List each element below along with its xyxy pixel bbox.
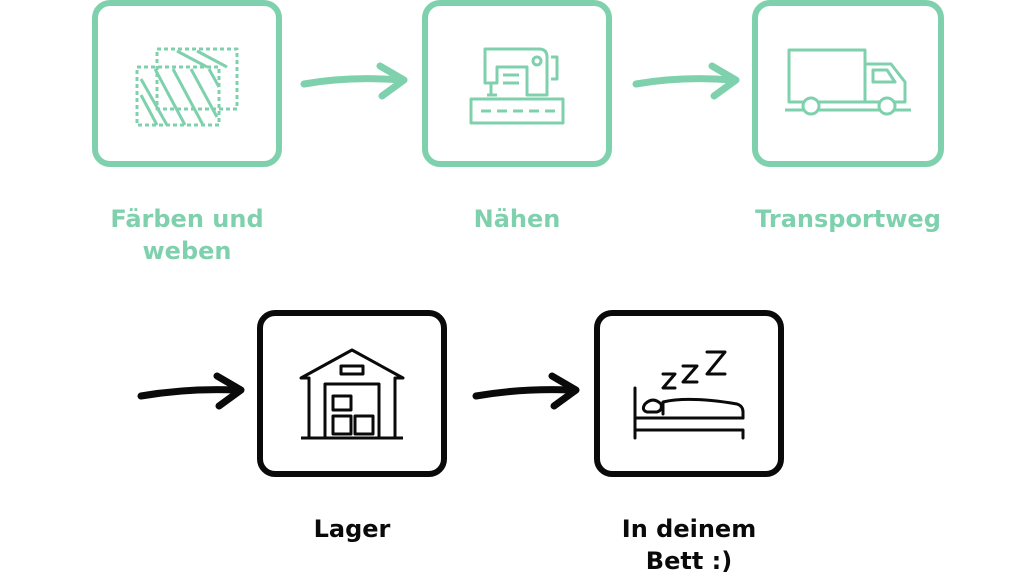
bed-sleeping-icon — [629, 346, 749, 442]
step-bed-box — [594, 310, 784, 477]
step-transport-box — [752, 0, 944, 167]
fabric-icon — [127, 39, 247, 129]
step-bed-label: In deinem Bett :) — [621, 515, 757, 575]
step-sewing-label: Nähen — [473, 205, 561, 233]
arrow-3 — [137, 372, 245, 410]
step-dye-weave-box — [92, 0, 282, 167]
step-transport-label: Transportweg — [755, 205, 941, 233]
step-dye-weave-label: Färben und weben — [110, 205, 264, 265]
step-warehouse-label: Lager — [313, 515, 391, 543]
warehouse-icon — [297, 344, 407, 444]
sewing-machine-icon — [467, 39, 567, 129]
arrow-1 — [300, 62, 408, 100]
arrow-2 — [632, 62, 740, 100]
truck-icon — [783, 44, 913, 124]
arrow-4 — [472, 372, 580, 410]
step-warehouse-box — [257, 310, 447, 477]
step-sewing-box — [422, 0, 612, 167]
